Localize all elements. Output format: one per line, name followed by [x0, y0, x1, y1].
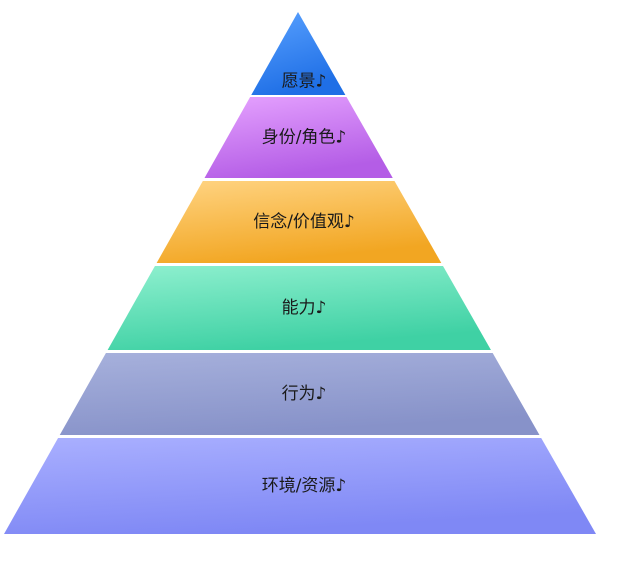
pyramid-layers: 愿景♪ 身份/角色♪ 信念/价值观♪ 能力♪ 行为♪ 环境/资源♪	[4, 12, 596, 534]
pyramid-layer-label-2: 身份/角色♪	[262, 128, 347, 148]
pyramid-layer-4	[107, 266, 491, 350]
pyramid-layer-3	[156, 181, 442, 263]
pyramid-layer-5	[59, 353, 540, 435]
pyramid-layer-2	[204, 97, 393, 178]
pyramid-layer-label-6: 环境/资源♪	[262, 476, 347, 496]
pyramid-layer-label-1: 愿景♪	[282, 72, 327, 92]
pyramid-layer-6	[4, 438, 596, 534]
pyramid-layer-1	[251, 12, 346, 95]
pyramid-layer-label-5: 行为♪	[282, 384, 327, 404]
pyramid-layer-label-4: 能力♪	[282, 298, 327, 318]
pyramid-layer-label-3: 信念/价值观♪	[253, 211, 355, 232]
